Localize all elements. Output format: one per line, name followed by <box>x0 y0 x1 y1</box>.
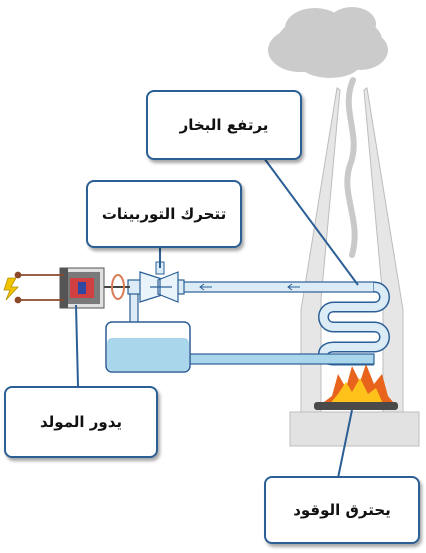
callout-pointers <box>75 149 359 479</box>
callout-fuel-burns: يحترق الوقود <box>264 476 420 544</box>
electricity-spark-icon <box>3 277 19 301</box>
chimney <box>289 87 420 447</box>
callout-generator-rotates-label: يدور المولد <box>40 413 123 431</box>
callout-turbines-move-label: تتحرك التوربينات <box>101 205 227 223</box>
smoke-cloud <box>268 7 388 78</box>
callout-turbines-move: تتحرك التوربينات <box>86 180 242 248</box>
smoke-plume <box>344 77 358 258</box>
output-wires <box>14 271 64 304</box>
return-pipe <box>187 353 375 365</box>
callout-steam-rises: يرتفع البخار <box>146 90 302 160</box>
callout-generator-rotates: يدور المولد <box>4 386 158 458</box>
generator <box>59 267 105 309</box>
condenser-pipe <box>129 291 139 325</box>
callout-fuel-burns-label: يحترق الوقود <box>293 501 391 519</box>
callout-steam-rises-label: يرتفع البخار <box>179 116 269 134</box>
water-tank <box>105 321 191 373</box>
flow-arrows <box>199 283 300 291</box>
shaft-rotation <box>111 274 125 300</box>
furnace-flame <box>314 364 398 410</box>
